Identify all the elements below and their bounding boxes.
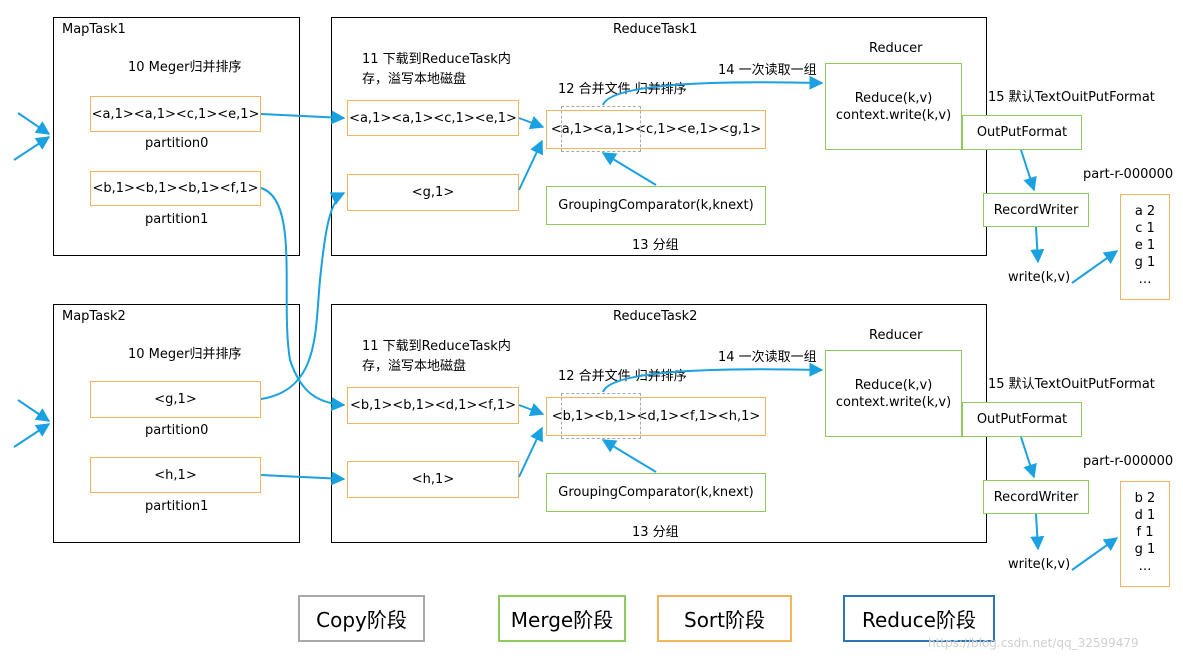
output-arrow — [1030, 226, 1045, 264]
reduce-buffer-1: <b,1><b,1><d,1><f,1> — [347, 387, 519, 424]
download-label: 11 下载到ReduceTask内 存，溢写本地磁盘 — [362, 52, 511, 87]
grouping-comparator-box: GroupingComparator(k,knext) — [546, 186, 766, 225]
legend-reduce: Reduce阶段 — [843, 595, 995, 642]
output-file-box: b 2 d 1 f 1 g 1 … — [1120, 481, 1170, 587]
write-label: write(k,v) — [1008, 270, 1071, 285]
group-label: 13 分组 — [632, 525, 679, 540]
merge-arrow — [518, 426, 543, 478]
copy-arrow — [260, 110, 346, 125]
output-line: a 2 — [1134, 204, 1156, 219]
output-line: c 1 — [1135, 221, 1155, 236]
reducer-title: Reducer — [869, 328, 923, 343]
merge-sort-label: 12 合并文件 归并排序 — [558, 369, 687, 384]
output-format-label: 15 默认TextOuitPutFormat — [988, 90, 1155, 105]
record-writer-box: RecordWriter — [983, 193, 1089, 227]
reducer-box: Reduce(k,v) context.write(k,v) — [825, 63, 962, 150]
read-group-label: 14 一次读取一组 — [718, 350, 817, 365]
legend-copy: Copy阶段 — [298, 595, 425, 642]
current-group-highlight — [561, 106, 641, 152]
output-file-name: part-r-000000 — [1083, 454, 1174, 469]
map-partition1-box: <h,1> — [90, 457, 261, 493]
output-arrow — [1071, 250, 1119, 284]
record-writer-box: RecordWriter — [983, 480, 1089, 514]
reducer-box: Reduce(k,v) context.write(k,v) — [825, 350, 962, 437]
merged-file-box: <a,1><a,1><c,1><e,1><g,1> — [546, 110, 766, 149]
map-task-1 — [53, 17, 300, 256]
reduce-buffer-2: <g,1> — [347, 174, 519, 211]
map-partition0-box: <g,1> — [90, 381, 261, 418]
map-partition1-label: partition1 — [145, 212, 209, 227]
merge-arrow — [518, 139, 543, 191]
output-format-box: OutPutFormat — [962, 115, 1082, 150]
map-task-2 — [53, 304, 300, 543]
output-line: g 1 — [1134, 542, 1156, 557]
output-line: b 2 — [1134, 491, 1156, 506]
reduce-buffer-2: <h,1> — [347, 461, 519, 498]
output-arrow — [1020, 149, 1037, 192]
merged-file-box: <b,1><b,1><d,1><f,1><h,1> — [546, 397, 766, 436]
map-partition0-label: partition0 — [145, 136, 209, 151]
group-label: 13 分组 — [632, 238, 679, 253]
reducer-title: Reducer — [869, 41, 923, 56]
input-arrow — [13, 423, 51, 448]
input-arrow — [13, 136, 51, 161]
output-format-box: OutPutFormat — [962, 402, 1082, 437]
reduce-task-title: ReduceTask1 — [613, 22, 698, 37]
output-line: … — [1138, 559, 1152, 574]
output-line: g 1 — [1134, 255, 1156, 270]
output-line: … — [1138, 272, 1152, 287]
map-task-title: MapTask2 — [62, 309, 126, 324]
reduce-task-title: ReduceTask2 — [613, 309, 698, 324]
download-label: 11 下载到ReduceTask内 存，溢写本地磁盘 — [362, 339, 511, 374]
reduce-buffer-1: <a,1><a,1><c,1><e,1> — [347, 100, 519, 136]
watermark: https://blog.csdn.net/qq_32599479 — [928, 636, 1139, 650]
current-group-highlight — [561, 393, 641, 439]
output-line: d 1 — [1134, 508, 1156, 523]
write-label: write(k,v) — [1008, 557, 1071, 572]
output-format-label: 15 默认TextOuitPutFormat — [988, 377, 1155, 392]
read-arrow — [602, 362, 824, 393]
map-partition0-box: <a,1><a,1><c,1><e,1> — [90, 96, 261, 132]
grouping-arrow — [601, 439, 657, 473]
copy-arrow — [260, 192, 346, 400]
grouping-comparator-box: GroupingComparator(k,knext) — [546, 473, 766, 512]
merge-sort-label: 12 合并文件 归并排序 — [558, 82, 687, 97]
merge-arrow — [518, 403, 545, 417]
read-arrow — [602, 75, 824, 106]
map-partition1-label: partition1 — [145, 499, 209, 514]
output-file-name: part-r-000000 — [1083, 167, 1174, 182]
map-partition1-box: <b,1><b,1><b,1><f,1> — [90, 171, 261, 206]
output-arrow — [1030, 513, 1045, 551]
merge-arrow — [518, 116, 545, 130]
output-arrow — [1020, 436, 1037, 479]
output-file-box: a 2 c 1 e 1 g 1 … — [1120, 194, 1170, 300]
output-line: e 1 — [1134, 238, 1156, 253]
input-arrow — [17, 399, 51, 422]
input-arrow — [17, 112, 51, 135]
read-group-label: 14 一次读取一组 — [718, 63, 817, 78]
output-line: f 1 — [1136, 525, 1154, 540]
map-merge-label: 10 Meger归并排序 — [128, 347, 242, 362]
output-arrow — [1071, 537, 1119, 571]
legend-merge: Merge阶段 — [498, 595, 626, 642]
map-merge-label: 10 Meger归并排序 — [128, 60, 242, 75]
legend-sort: Sort阶段 — [657, 595, 792, 642]
copy-arrow — [260, 187, 346, 412]
copy-arrow — [260, 471, 346, 486]
map-task-title: MapTask1 — [62, 22, 126, 37]
map-partition0-label: partition0 — [145, 423, 209, 438]
grouping-arrow — [601, 152, 657, 186]
